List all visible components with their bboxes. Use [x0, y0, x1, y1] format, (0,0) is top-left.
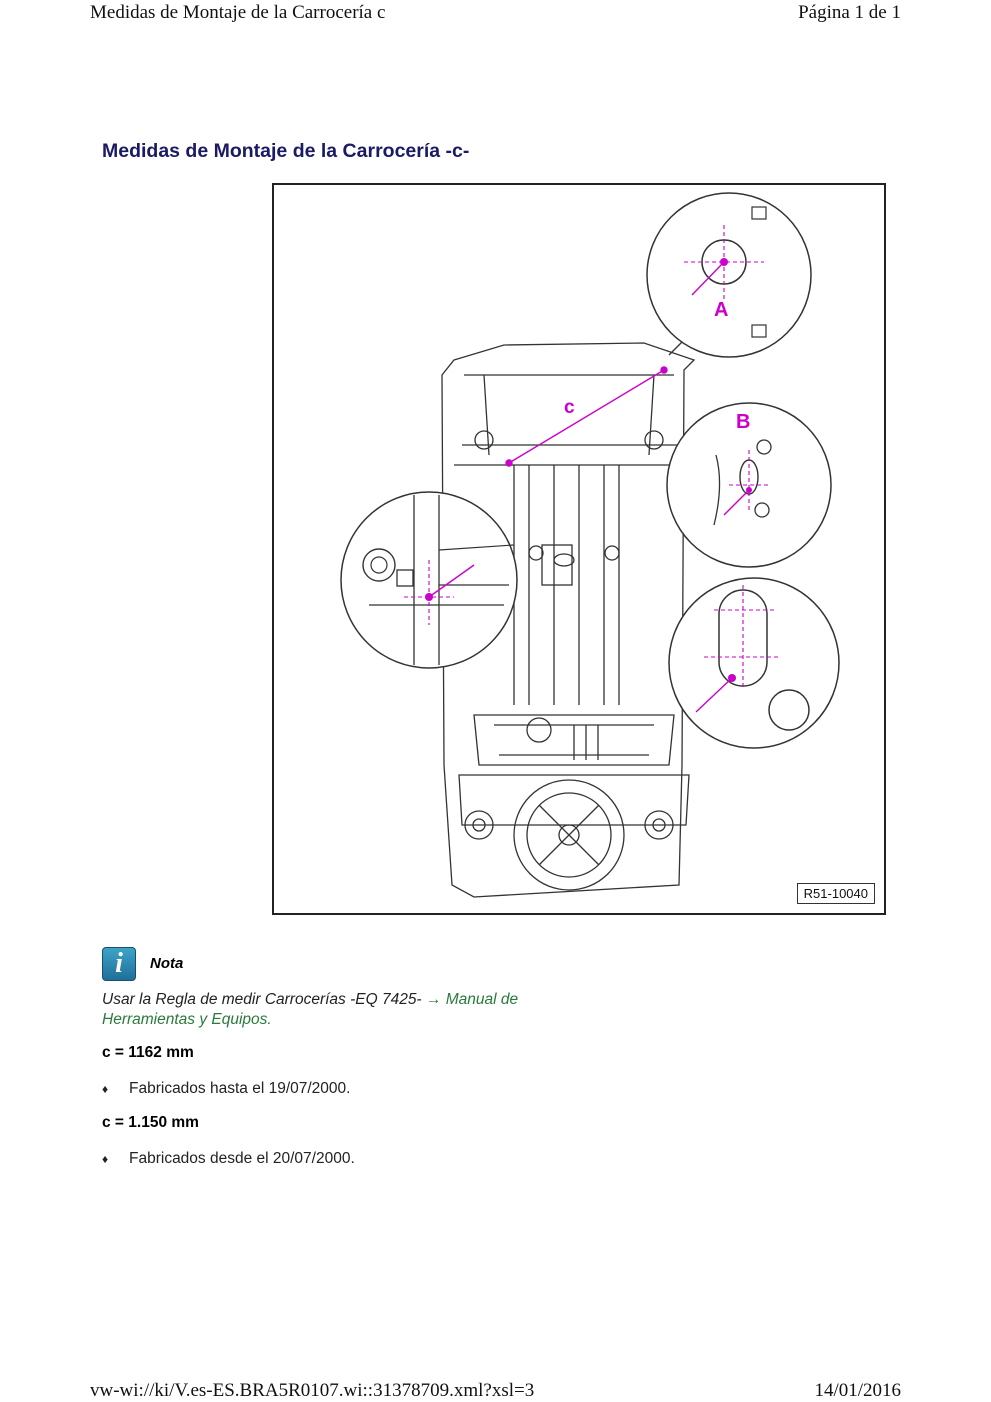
- note-title: Nota: [150, 955, 184, 972]
- diamond-bullet-icon: ♦: [102, 1152, 109, 1166]
- body-underside-diagram: A B c R51-10040: [272, 183, 886, 915]
- diamond-bullet-icon: ♦: [102, 1082, 109, 1096]
- page-url: vw-wi://ki/V.es-ES.BRA5R0107.wi::3137870…: [90, 1380, 535, 1401]
- spec-bullet-2: ♦ Fabricados desde el 20/07/2000.: [102, 1150, 355, 1168]
- detail-b-circle: [666, 402, 832, 568]
- detail-a-circle: [646, 192, 812, 358]
- info-icon: i: [102, 947, 136, 981]
- detail-left-circle: [340, 491, 518, 669]
- spec-bullet-2-text: Fabricados desde el 20/07/2000.: [129, 1150, 355, 1167]
- spec-value-1: c = 1162 mm: [102, 1044, 194, 1061]
- measure-line-c: [508, 369, 665, 464]
- page-date: 14/01/2016: [814, 1380, 901, 1401]
- manual-link[interactable]: Manual de Herramientas y Equipos.: [102, 991, 519, 1028]
- spec-bullet-1: ♦ Fabricados hasta el 19/07/2000.: [102, 1080, 350, 1098]
- label-b: B: [736, 411, 751, 433]
- spec-bullet-1-text: Fabricados hasta el 19/07/2000.: [129, 1080, 351, 1097]
- label-c: c: [564, 397, 575, 418]
- page-header-title: Medidas de Montaje de la Carrocería c: [90, 2, 386, 23]
- note-text-main: Usar la Regla de medir Carrocerías -EQ 7…: [102, 991, 422, 1008]
- arrow-right-icon: →: [425, 991, 442, 1008]
- figure-reference: R51-10040: [796, 883, 875, 904]
- page-number: Página 1 de 1: [798, 2, 901, 23]
- spec-value-2: c = 1.150 mm: [102, 1114, 199, 1131]
- diagram-drawing: [340, 192, 840, 898]
- note-text: Usar la Regla de medir Carrocerías -EQ 7…: [102, 990, 572, 1030]
- label-a: A: [714, 299, 729, 321]
- detail-b-enlarged-circle: [668, 577, 840, 749]
- document-title: Medidas de Montaje de la Carrocería -c-: [102, 140, 470, 162]
